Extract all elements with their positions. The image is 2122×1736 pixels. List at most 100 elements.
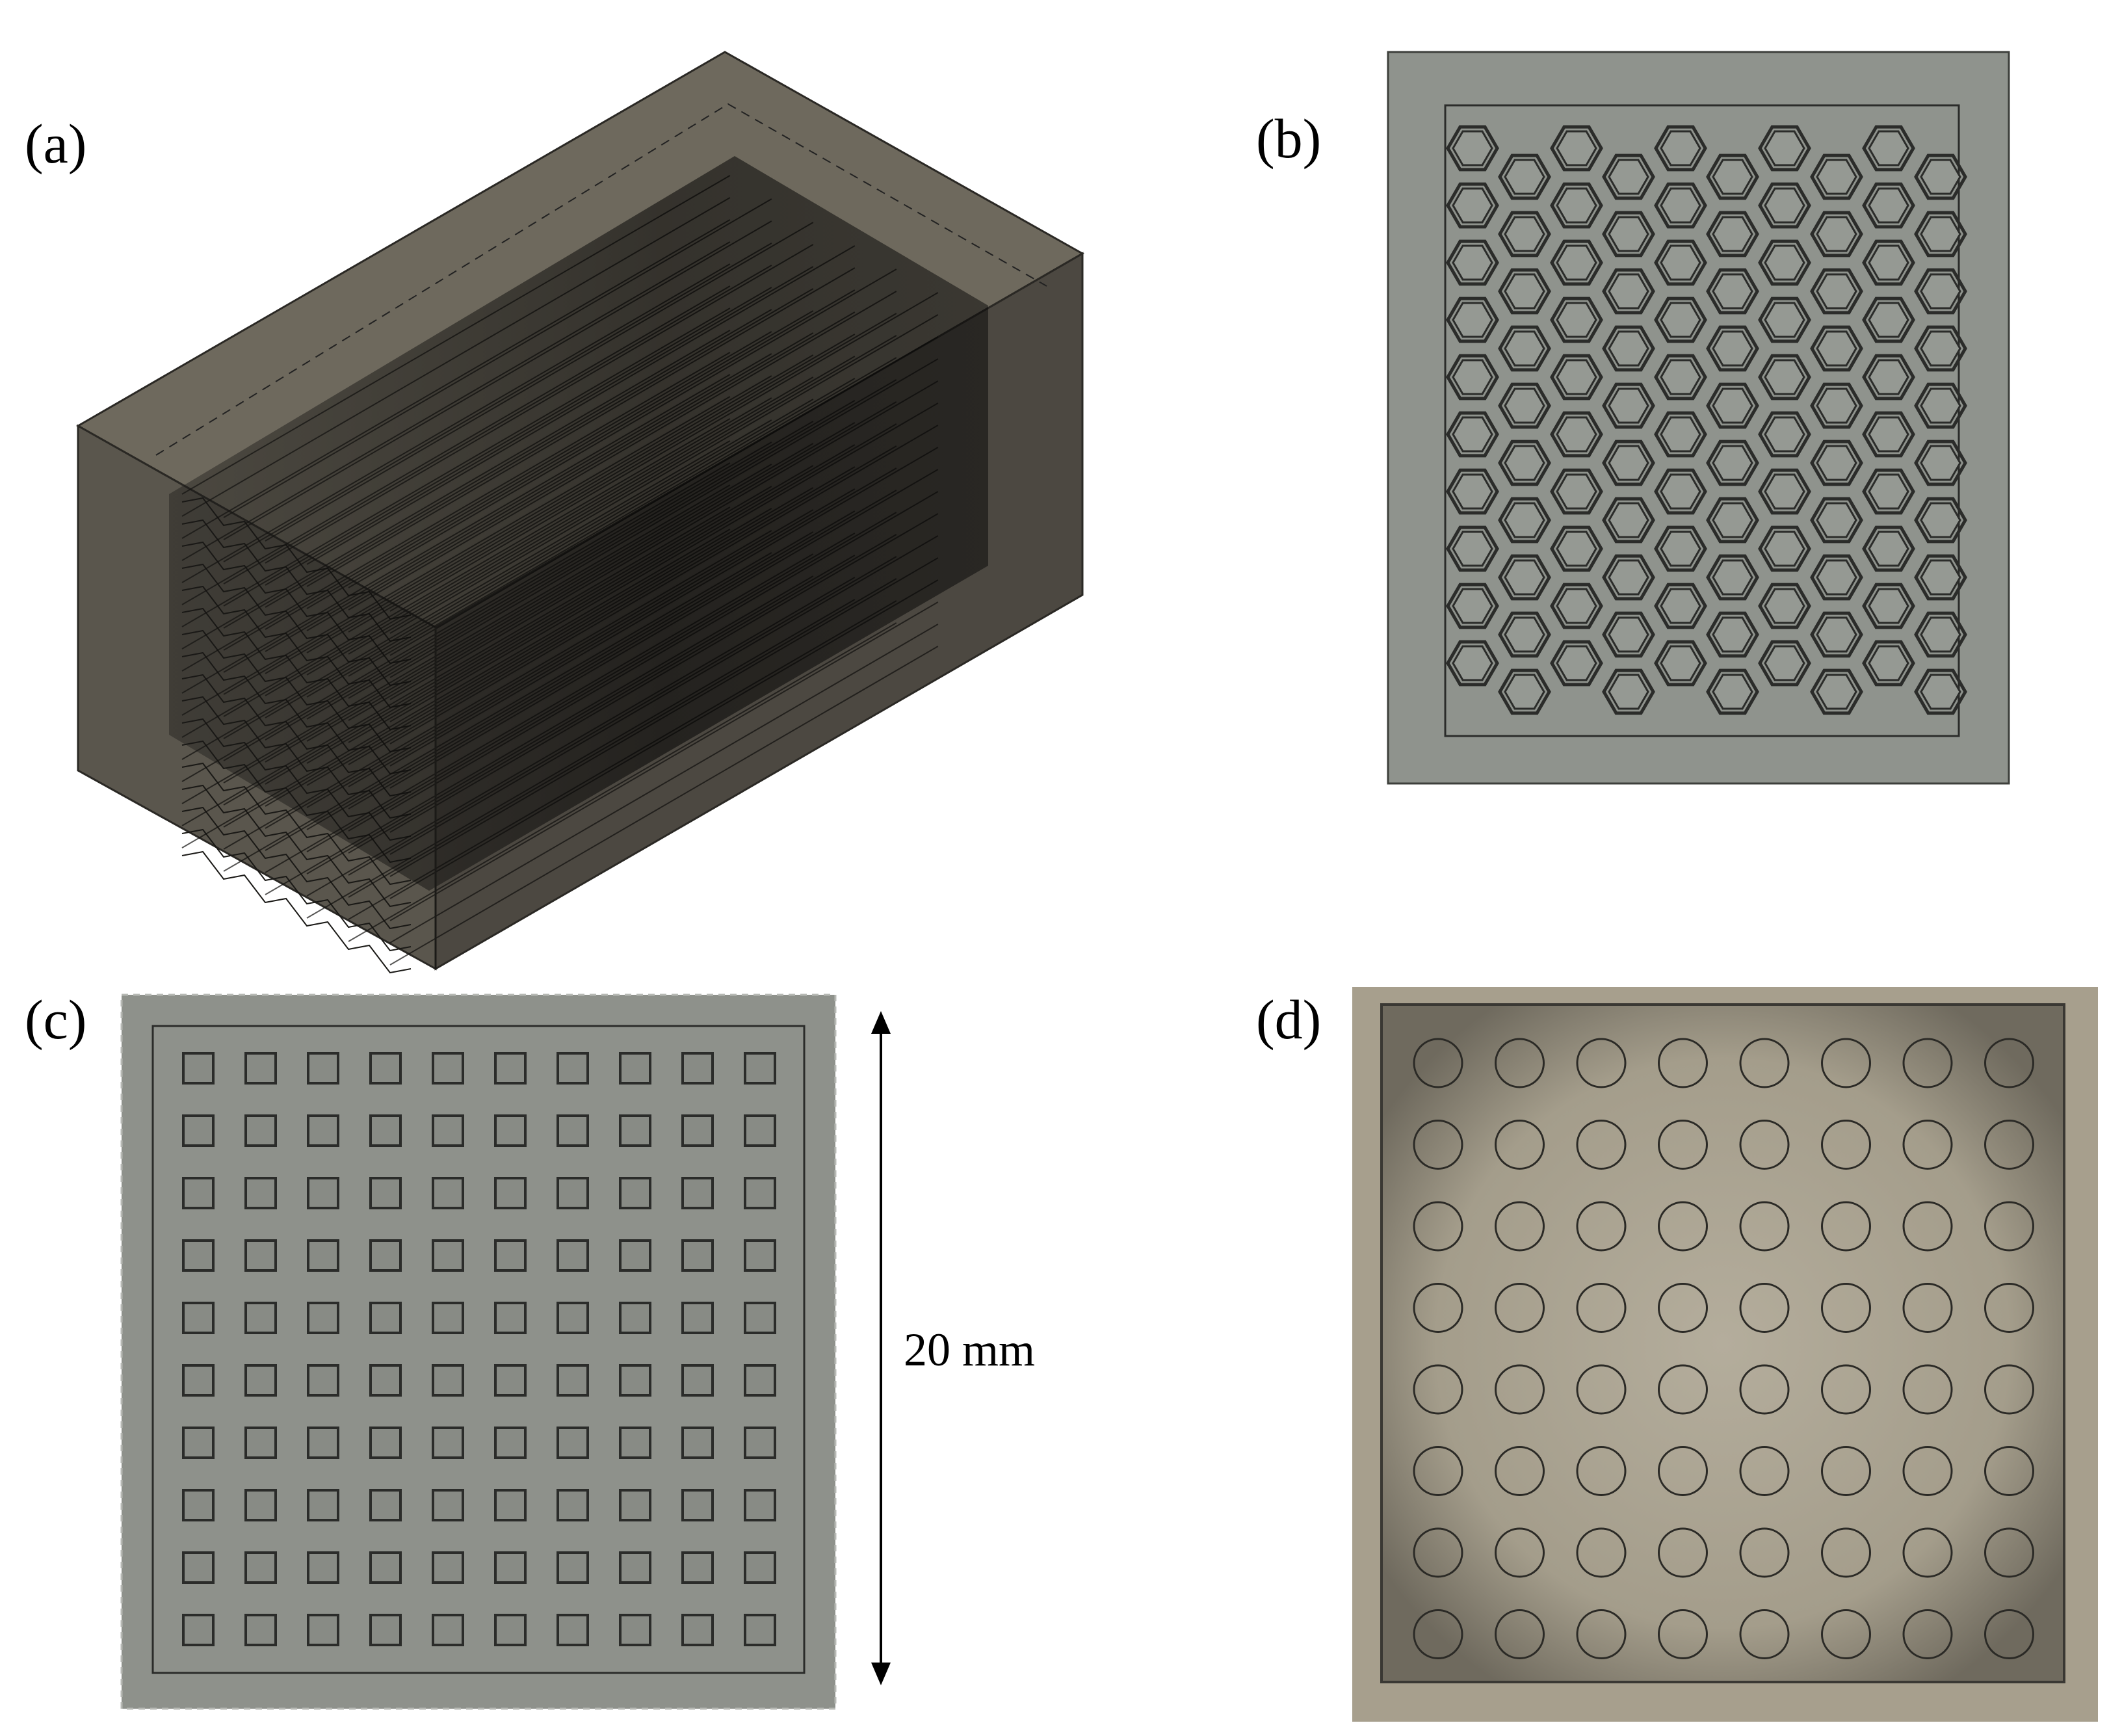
hexagon-cell-inner-73 [1816,330,1857,367]
circle-cell-2-4 [1739,1201,1790,1252]
hexagon-cell-33 [1602,325,1655,372]
hexagon-cell-23 [1550,296,1603,343]
square-cell-8-1 [244,1551,277,1584]
square-cell-5-3 [369,1364,402,1397]
hexagon-cell-inner-35 [1608,445,1649,481]
hexagon-cell-88 [1862,583,1915,629]
hexagon-cell-inner-92 [1920,273,1961,309]
square-cell-1-9 [744,1114,776,1147]
hexagon-cell-inner-20 [1556,130,1597,166]
hexagon-cell-99 [1914,668,1967,715]
hexagon-cell-inner-1 [1452,187,1493,224]
lattice-channel-16-10 [389,646,939,966]
square-cell-3-0 [182,1239,215,1272]
hexagon-cell-inner-88 [1868,588,1909,624]
panel-c-outer-frame [120,993,837,1710]
lattice-zigzag-16 [181,850,412,974]
square-cell-3-6 [557,1239,589,1272]
hexagon-cell-31 [1602,211,1655,257]
square-cell-9-8 [681,1614,714,1646]
hexagon-cell-41 [1654,182,1707,229]
hexagon-cell-inner-44 [1660,359,1701,395]
hexagon-cell-inner-9 [1452,645,1493,681]
square-cell-7-3 [369,1489,402,1521]
circle-cell-5-4 [1739,1446,1790,1496]
square-cell-3-3 [369,1239,402,1272]
hexagon-cell-13 [1498,325,1551,372]
square-cell-5-9 [744,1364,776,1397]
panel-a-isometric-block [75,51,1085,974]
hexagon-cell-inner-87 [1868,531,1909,567]
hexagon-cell-28 [1550,583,1603,629]
hexagon-cell-inner-22 [1556,244,1597,281]
hexagon-cell-inner-54 [1712,388,1753,424]
circle-cell-5-6 [1902,1446,1953,1496]
hexagon-cell-34 [1602,382,1655,429]
circle-cell-4-2 [1576,1364,1627,1415]
circle-cell-0-5 [1821,1038,1871,1088]
hexagon-cell-48 [1654,583,1707,629]
circle-cell-6-5 [1821,1527,1871,1578]
hexagon-cell-74 [1810,382,1863,429]
square-cell-9-4 [432,1614,464,1646]
square-cell-0-4 [432,1052,464,1085]
hexagon-cell-35 [1602,440,1655,486]
hexagon-cell-inner-51 [1712,216,1753,252]
circle-cell-2-7 [1984,1201,2034,1252]
square-cell-3-9 [744,1239,776,1272]
hexagon-cell-inner-31 [1608,216,1649,252]
hexagon-cell-inner-78 [1816,616,1857,653]
hexagon-cell-inner-95 [1920,445,1961,481]
circle-cell-3-3 [1658,1283,1708,1333]
hexagon-cell-9 [1446,640,1499,687]
hexagon-cell-inner-57 [1712,559,1753,596]
hexagon-cell-inner-67 [1764,531,1805,567]
hexagon-cell-32 [1602,268,1655,315]
hexagon-cell-inner-19 [1504,674,1545,710]
hexagon-cell-14 [1498,382,1551,429]
hexagon-cell-inner-40 [1660,130,1701,166]
square-cell-9-3 [369,1614,402,1646]
hexagon-cell-inner-16 [1504,502,1545,538]
hexagon-cell-inner-4 [1452,359,1493,395]
hexagon-cell-30 [1602,153,1655,200]
hexagon-cell-inner-79 [1816,674,1857,710]
hexagon-cell-59 [1706,668,1759,715]
hexagon-cell-72 [1810,268,1863,315]
hexagon-cell-3 [1446,296,1499,343]
circle-cell-7-4 [1739,1609,1790,1659]
hexagon-cell-inner-13 [1504,330,1545,367]
hexagon-cell-94 [1914,382,1967,429]
hexagon-cell-inner-38 [1608,616,1649,653]
hexagon-cell-65 [1758,411,1811,458]
hexagon-cell-inner-89 [1868,645,1909,681]
circle-cell-1-1 [1495,1120,1545,1170]
hexagon-cell-54 [1706,382,1759,429]
hexagon-cell-inner-69 [1764,645,1805,681]
hexagon-cell-inner-66 [1764,473,1805,510]
panel-label-b: (b) [1256,107,1322,170]
hexagon-cell-inner-46 [1660,473,1701,510]
hexagon-cell-inner-49 [1660,645,1701,681]
hexagon-cell-24 [1550,354,1603,401]
square-cell-4-7 [619,1302,651,1334]
square-cell-7-4 [432,1489,464,1521]
circle-cell-7-5 [1821,1609,1871,1659]
hexagon-cell-97 [1914,554,1967,601]
hexagon-cell-inner-58 [1712,616,1753,653]
hexagon-cell-inner-11 [1504,216,1545,252]
hexagon-cell-inner-50 [1712,159,1753,195]
circle-cell-1-2 [1576,1120,1627,1170]
hexagon-cell-81 [1862,182,1915,229]
hexagon-cell-49 [1654,640,1707,687]
hexagon-cell-45 [1654,411,1707,458]
hexagon-cell-inner-10 [1504,159,1545,195]
circle-cell-6-6 [1902,1527,1953,1578]
dimension-arrow [871,1011,891,1685]
hexagon-cell-27 [1550,525,1603,572]
square-cell-9-6 [557,1614,589,1646]
panel-label-a: (a) [25,112,87,175]
hexagon-cell-inner-21 [1556,187,1597,224]
circle-cell-3-7 [1984,1283,2034,1333]
hexagon-cell-inner-83 [1868,302,1909,338]
